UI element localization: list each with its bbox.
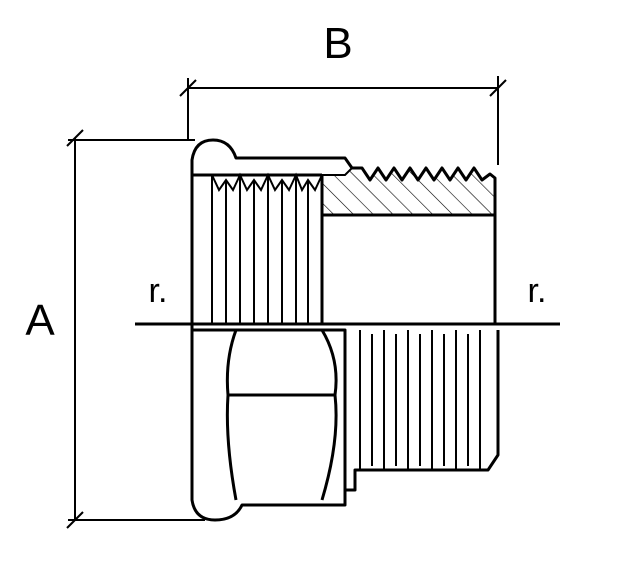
upper-section-view [190,138,497,324]
dimension-b [179,76,507,165]
dimension-a [66,129,205,529]
lower-exterior-view [190,324,500,522]
dimension-b-label: B [323,19,352,68]
thread-label-left: r. [149,272,168,310]
hatched-section [321,166,496,216]
thread-label-right: r. [528,272,547,310]
dimension-a-label: A [25,296,55,345]
male-thread-lines [359,330,481,470]
female-thread-lines [211,172,323,324]
